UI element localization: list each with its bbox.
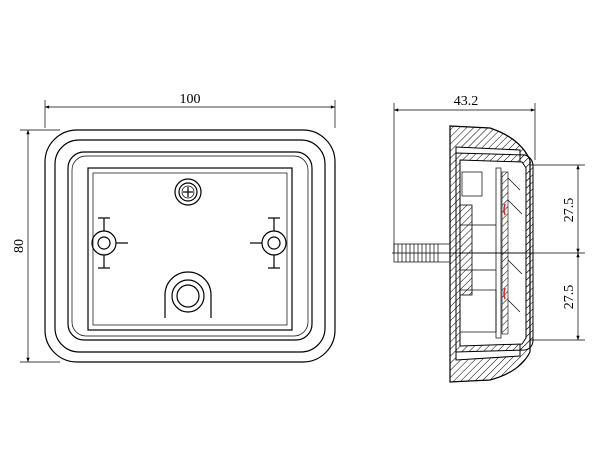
right-mounting-hole	[250, 217, 287, 269]
side-view: 43.2 27.5 27.5	[392, 94, 585, 383]
height-dimension-label: 80	[12, 239, 27, 253]
outer-housing	[44, 129, 336, 363]
housing-rim	[54, 139, 326, 353]
upper-offset-dimension-label: 27.5	[562, 198, 577, 223]
mounting-plate	[87, 167, 293, 331]
width-dimension-label: 100	[180, 92, 201, 107]
inner-rim	[67, 151, 313, 341]
lower-offset-dimension-label: 27.5	[562, 285, 577, 310]
left-mounting-hole	[91, 217, 128, 269]
depth-dimension-label: 43.2	[454, 94, 479, 109]
red-led-upper	[503, 203, 506, 216]
front-view: 100 80	[12, 92, 336, 363]
red-led-lower	[503, 287, 506, 300]
screw-icon	[174, 178, 202, 206]
cable-hole	[164, 271, 212, 318]
